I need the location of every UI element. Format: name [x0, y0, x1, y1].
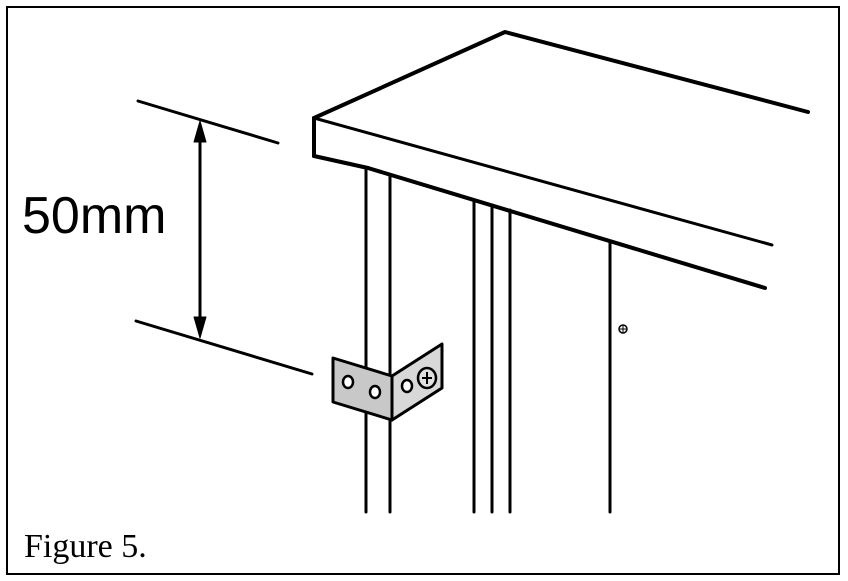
countertop — [312, 30, 810, 290]
figure-caption: Figure 5. — [24, 528, 147, 565]
l-bracket-icon — [331, 342, 444, 422]
dimension-arrow — [193, 120, 207, 339]
dimension-extension-lines — [134, 99, 314, 376]
dimension-label: 50mm — [22, 187, 167, 245]
figure-frame — [6, 6, 840, 575]
screw-icon — [416, 366, 438, 390]
cabinet-panels — [364, 166, 612, 514]
door-screw-icon — [618, 324, 628, 334]
